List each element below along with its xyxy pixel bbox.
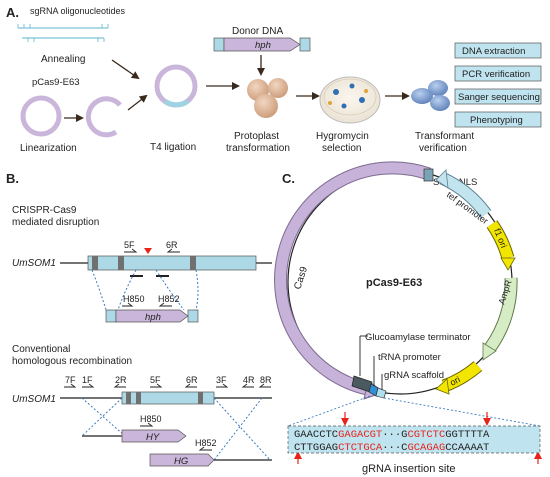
seq1-e: GGTTTTA: [445, 429, 490, 441]
panel-b: B. CRISPR-Cas9 mediated disruption UmSOM…: [6, 171, 272, 467]
gluco-label: Glucoamylase terminator: [365, 332, 471, 343]
donor-hph: hph: [255, 40, 271, 51]
insertion-label: gRNA insertion site: [362, 463, 456, 475]
ligated-plasmid: T4 ligation: [150, 64, 198, 153]
exon: [190, 256, 196, 270]
hg-cassette: [149, 453, 215, 467]
primer-6r-b: 6R: [186, 375, 198, 385]
h850-label: H850: [123, 294, 145, 304]
seq2-b: CTCTGCA: [338, 442, 383, 454]
annealing-label: Annealing: [41, 54, 85, 65]
h850b-label: H850: [140, 414, 162, 424]
cut-site-marker: [144, 248, 152, 254]
trna-label: tRNA promoter: [378, 352, 441, 363]
protoplast-l1: Protoplast: [234, 131, 279, 142]
primer-1f: 1F: [82, 375, 93, 385]
verification-boxes: DNA extraction PCR verification Sanger s…: [454, 42, 542, 128]
sgrna-label: sgRNA oligonucleotides: [30, 6, 126, 16]
seq2-a: CTTGGAG: [294, 442, 338, 454]
box-dna: DNA extraction: [462, 46, 525, 57]
grna-label: gRNA scaffold: [384, 370, 444, 381]
ampr-arc: [485, 277, 517, 352]
cas9-label: Cas9: [292, 265, 310, 291]
panel-a-label: A.: [6, 5, 19, 20]
panel-c-label: C.: [282, 171, 295, 186]
panel-b-label: B.: [6, 171, 19, 186]
seq1-b: GAGACGT: [338, 429, 382, 441]
hy-label: HY: [146, 432, 160, 443]
conv-l2: homologous recombination: [12, 356, 132, 367]
box-pcr: PCR verification: [462, 69, 530, 80]
gene-label: UmSOM1: [12, 258, 56, 269]
seq1-d: CGTCTC: [407, 429, 445, 441]
crispr-l2: mediated disruption: [12, 217, 99, 228]
petri-dish: Hygromycin selection: [316, 76, 381, 154]
seq2-e: CCAAAAT: [445, 442, 489, 454]
seq2-c: ···C: [382, 442, 407, 454]
seq2-d: GCAGAG: [407, 442, 445, 454]
seq1-c: ···G: [382, 429, 407, 441]
h852-label: H852: [158, 294, 180, 304]
donor-dna: Donor DNA hph: [213, 26, 311, 76]
box-sanger: Sanger sequencing: [458, 92, 540, 103]
primer-6r: 6R: [166, 240, 178, 250]
protoplast-l2: transformation: [226, 143, 290, 154]
hph-label: hph: [145, 312, 161, 323]
exon: [92, 256, 98, 270]
sequence-box: [287, 425, 541, 454]
donor-label: Donor DNA: [232, 26, 283, 37]
hg-label: HG: [174, 456, 188, 467]
crispr-l1: CRISPR-Cas9: [12, 205, 77, 216]
cas9-arc: [275, 162, 431, 396]
hygro-l1: Hygromycin: [316, 131, 369, 142]
hygro-l2: selection: [322, 143, 361, 154]
h852b-label: H852: [195, 438, 217, 448]
seq1-a: GAACCTC: [294, 429, 338, 441]
primer-2r: 2R: [115, 375, 127, 385]
hy-cassette: [121, 429, 187, 443]
sgrna-oligos: sgRNA oligonucleotides Annealing: [17, 6, 126, 65]
pcas9-circle: pCas9-E63 Linearization: [20, 77, 122, 154]
seq-bottom: CTTGGAGCTCTGCA···CGCAGAGCCAAAAT: [294, 442, 489, 454]
box-phenotype: Phenotyping: [470, 115, 523, 126]
f1-arc: [487, 220, 514, 260]
hph-cassette: [115, 309, 189, 323]
linearization-label: Linearization: [20, 143, 77, 154]
gene2-label: UmSOM1: [12, 394, 56, 405]
primer-5f-b: 5F: [150, 375, 161, 385]
pcas-label: pCas9-E63: [32, 77, 80, 88]
conv-l1: Conventional: [12, 344, 70, 355]
seq-top: GAACCTCGAGACGT···GCGTCTCGGTTTTA: [294, 429, 490, 441]
panel-c: C. Cas9 SV40 NLS tef promoter f1 ori Amp…: [274, 161, 542, 475]
gene-body: [87, 255, 257, 271]
ori-label: ori: [448, 374, 462, 388]
transformant-l2: verification: [419, 143, 467, 154]
primer-4r: 4R: [243, 375, 255, 385]
primer-3f: 3F: [216, 375, 227, 385]
plasmid-name: pCas9-E63: [366, 277, 422, 289]
primer-8r: 8R: [260, 375, 272, 385]
transformant-l1: Transformant: [415, 131, 474, 142]
protoplasts: Protoplast transformation: [226, 78, 290, 154]
panel-a: A. sgRNA oligonucleotides Annealing pCas…: [6, 5, 542, 154]
primer-5f: 5F: [124, 240, 135, 250]
scaffold-block: [375, 387, 387, 399]
transformants: Transformant verification: [411, 80, 474, 154]
t4-label: T4 ligation: [150, 142, 196, 153]
exon: [118, 256, 124, 270]
primer-7f: 7F: [65, 375, 76, 385]
